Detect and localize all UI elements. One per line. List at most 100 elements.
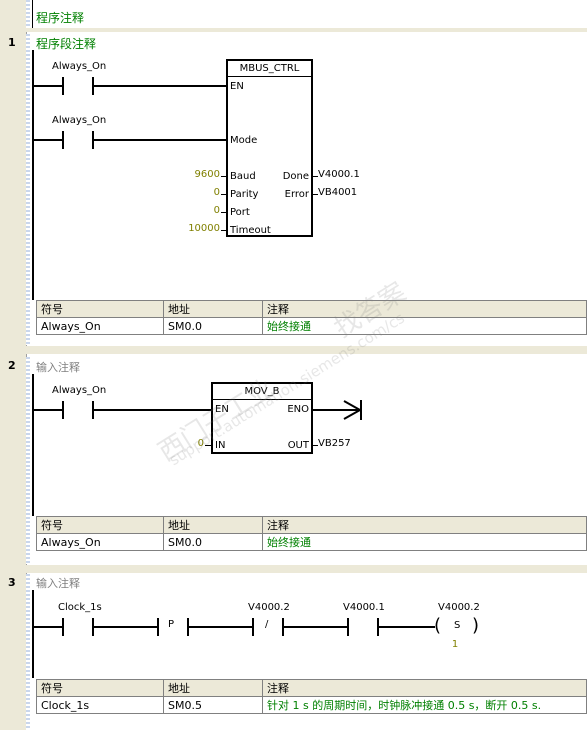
parameter-value[interactable]: 9600 [194, 169, 220, 180]
comment-cell[interactable]: 始终接通 [262, 317, 587, 335]
input-pin-label: EN [230, 81, 244, 92]
parameter-value[interactable]: 0 [213, 187, 220, 198]
parameter-value[interactable]: 0 [213, 205, 220, 216]
pin-stub [312, 176, 318, 177]
input-pin-label: IN [215, 440, 226, 451]
parameter-value[interactable]: 10000 [188, 223, 220, 234]
power-rail [32, 590, 34, 678]
contact-left-bar [252, 618, 254, 636]
network-separator [0, 346, 587, 354]
block-title-divider [213, 399, 311, 400]
pin-stub [312, 194, 318, 195]
contact-label: Always_On [52, 61, 107, 72]
pin-stub [221, 230, 227, 231]
network-separator [0, 28, 587, 32]
symbol-table: 符号 地址 注释 Always_On SM0.0 始终接通 [36, 300, 587, 335]
pin-stub [205, 445, 212, 446]
column-header-comment: 注释 [262, 516, 587, 534]
output-pin-label: Error [284, 189, 309, 200]
symbol-table: 符号 地址 注释 Always_On SM0.0 始终接通 [36, 516, 587, 551]
gutter-hatch [26, 0, 30, 28]
block-title-divider [228, 76, 311, 77]
gutter-hatch [26, 574, 30, 730]
column-header-symbol: 符号 [36, 300, 164, 318]
contact-label: Always_On [52, 385, 107, 396]
coil-type: S [454, 620, 461, 631]
table-row[interactable]: Always_On SM0.0 始终接通 [36, 533, 587, 551]
output-value[interactable]: VB257 [318, 438, 351, 449]
symbol-cell[interactable]: Clock_1s [36, 696, 164, 714]
comment-cell[interactable]: 始终接通 [262, 533, 587, 551]
column-header-address: 地址 [163, 300, 263, 318]
input-pin-label: EN [215, 404, 229, 415]
input-pin-label: Baud [230, 171, 256, 182]
power-rail [32, 50, 34, 300]
address-cell[interactable]: SM0.0 [163, 317, 263, 335]
wire [32, 409, 62, 411]
wire [92, 409, 212, 411]
edge-left-bar [157, 618, 159, 636]
arrow-right-icon [343, 400, 363, 420]
table-row[interactable]: Clock_1s SM0.5 针对 1 s 的周期时间，时钟脉冲接通 0.5 s… [36, 696, 587, 714]
input-pin-label: Port [230, 207, 250, 218]
pin-stub [221, 194, 227, 195]
output-pin-label: OUT [287, 440, 309, 451]
network-comment[interactable]: 输入注释 [36, 361, 80, 374]
column-header-address: 地址 [163, 679, 263, 697]
address-cell[interactable]: SM0.0 [163, 533, 263, 551]
coil-count[interactable]: 1 [451, 639, 459, 650]
program-comment[interactable]: 程序注释 [36, 11, 85, 25]
column-header-symbol: 符号 [36, 516, 164, 534]
wire [282, 626, 347, 628]
table-row[interactable]: Always_On SM0.0 始终接通 [36, 317, 587, 335]
wire [32, 139, 62, 141]
block-title: MOV_B [244, 386, 280, 397]
wire [377, 626, 435, 628]
input-pin-label: Mode [230, 135, 258, 146]
contact-left-bar [62, 401, 64, 419]
wire [32, 85, 62, 87]
mbus-ctrl-block[interactable]: MBUS_CTRL EN Mode Baud Parity Port Timeo… [226, 59, 313, 237]
power-rail [32, 374, 34, 516]
network-separator [0, 565, 587, 573]
network-number: 2 [8, 359, 16, 372]
column-header-comment: 注释 [262, 679, 587, 697]
column-header-symbol: 符号 [36, 679, 164, 697]
output-pin-label: Done [282, 171, 309, 182]
network-number: 1 [8, 36, 16, 49]
contact-label: Always_On [52, 115, 107, 126]
comment-cell[interactable]: 针对 1 s 的周期时间，时钟脉冲接通 0.5 s，断开 0.5 s. [262, 696, 587, 714]
column-header-comment: 注释 [262, 300, 587, 318]
contact-left-bar [62, 131, 64, 149]
eno-wire [312, 409, 360, 411]
coil-right-paren: ) [472, 615, 480, 636]
network-number: 3 [8, 576, 16, 589]
gutter-hatch [26, 357, 30, 564]
contact-label: V4000.2 [248, 602, 290, 613]
output-value[interactable]: V4000.1 [318, 169, 360, 180]
network-comment[interactable]: 输入注释 [36, 577, 80, 590]
editor-margin-line [32, 0, 33, 28]
mov-b-block[interactable]: MOV_B EN IN ENO OUT [211, 382, 313, 454]
pin-stub [221, 176, 227, 177]
contact-left-bar [347, 618, 349, 636]
network-comment[interactable]: 程序段注释 [36, 37, 97, 51]
wire [32, 626, 62, 628]
normally-closed-slash: / [265, 619, 269, 630]
parameter-value[interactable]: 0 [197, 438, 204, 449]
contact-label: Clock_1s [58, 602, 102, 613]
wire [92, 85, 228, 87]
input-pin-label: Timeout [230, 225, 271, 236]
symbol-cell[interactable]: Always_On [36, 533, 164, 551]
gutter-hatch [26, 34, 30, 345]
block-title: MBUS_CTRL [239, 63, 300, 74]
output-value[interactable]: VB4001 [318, 187, 358, 198]
coil-left-paren: ( [434, 615, 442, 636]
address-cell[interactable]: SM0.5 [163, 696, 263, 714]
input-pin-label: Parity [230, 189, 259, 200]
wire [187, 626, 252, 628]
wire [92, 139, 228, 141]
symbol-table: 符号 地址 注释 Clock_1s SM0.5 针对 1 s 的周期时间，时钟脉… [36, 679, 587, 714]
symbol-cell[interactable]: Always_On [36, 317, 164, 335]
contact-left-bar [62, 77, 64, 95]
